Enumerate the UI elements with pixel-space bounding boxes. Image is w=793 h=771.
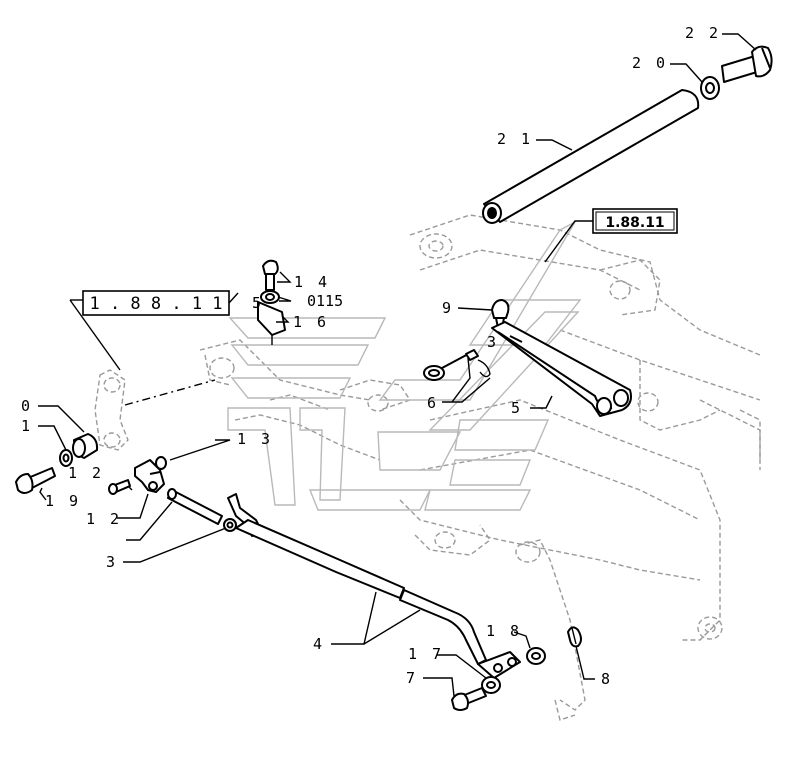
callout-22: 2 2 — [685, 24, 721, 42]
callout-8: 8 — [601, 670, 613, 688]
callout-15: 0115 — [307, 292, 343, 310]
callout-5-upper: 5 — [252, 294, 264, 312]
callout-20: 2 0 — [632, 54, 668, 72]
ref-left-diagonal — [69, 299, 121, 371]
watermark-logo — [227, 220, 582, 511]
part-19-bolt[interactable] — [15, 467, 56, 494]
reference-box-right-label: 1.88.11 — [605, 215, 664, 231]
part-15-washer[interactable] — [260, 290, 280, 304]
callout-labels: 2 2 2 0 2 1 1 4 0115 5 1 6 9 3 6 5 0 1 1… — [21, 24, 721, 688]
callout-10: 0 — [21, 397, 33, 415]
ref-left-dashdot — [124, 379, 216, 406]
reference-box-left-label: 1 . 8 8 . 1 1 — [89, 294, 222, 314]
part-12-rod[interactable] — [167, 488, 223, 525]
callout-19: 1 9 — [45, 492, 81, 510]
callout-4: 4 — [313, 635, 325, 653]
part-7-bolt[interactable] — [451, 687, 487, 711]
part-17-washer[interactable] — [481, 676, 501, 694]
callout-13: 1 3 — [237, 430, 273, 448]
callout-5-lower: 5 — [511, 399, 523, 417]
ref-left-slash — [228, 292, 239, 304]
part-5-link-arm[interactable] — [491, 321, 632, 417]
callout-11: 1 — [21, 417, 33, 435]
part-10-bushing[interactable] — [72, 433, 99, 459]
part-13-ring[interactable] — [155, 456, 167, 470]
part-3-washer[interactable] — [223, 518, 237, 532]
part-8-clip[interactable] — [567, 626, 582, 648]
part-18-washer[interactable] — [526, 647, 546, 665]
callout-14: 1 4 — [294, 273, 330, 291]
callout-12-bottom: 1 2 — [86, 510, 122, 528]
part-14-bolt[interactable] — [262, 259, 279, 291]
callout-21: 2 1 — [497, 130, 533, 148]
callout-16: 1 6 — [293, 313, 329, 331]
leader-lines — [38, 33, 757, 697]
callout-6: 6 — [427, 394, 439, 412]
reference-box-right[interactable]: 1.88.11 — [592, 208, 678, 234]
callout-3-upper: 3 — [487, 333, 499, 351]
callout-12-top: 1 2 — [68, 464, 104, 482]
reference-box-left[interactable]: 1 . 8 8 . 1 1 — [82, 290, 230, 316]
callout-17: 1 7 — [408, 645, 444, 663]
part-12-yoke[interactable] — [108, 459, 165, 495]
part-21-pin[interactable] — [482, 89, 700, 224]
part-22-bolt[interactable] — [721, 45, 773, 83]
callout-7: 7 — [406, 669, 418, 687]
callout-18: 1 8 — [486, 622, 522, 640]
part-4-lever[interactable] — [227, 493, 521, 679]
callout-3-lower: 3 — [106, 553, 118, 571]
ref-right-leader — [544, 220, 593, 263]
part-16-bracket[interactable] — [257, 301, 286, 345]
callout-9: 9 — [442, 299, 454, 317]
part-20-washer[interactable] — [700, 76, 720, 100]
part-6-lynch-pin[interactable] — [423, 349, 491, 381]
